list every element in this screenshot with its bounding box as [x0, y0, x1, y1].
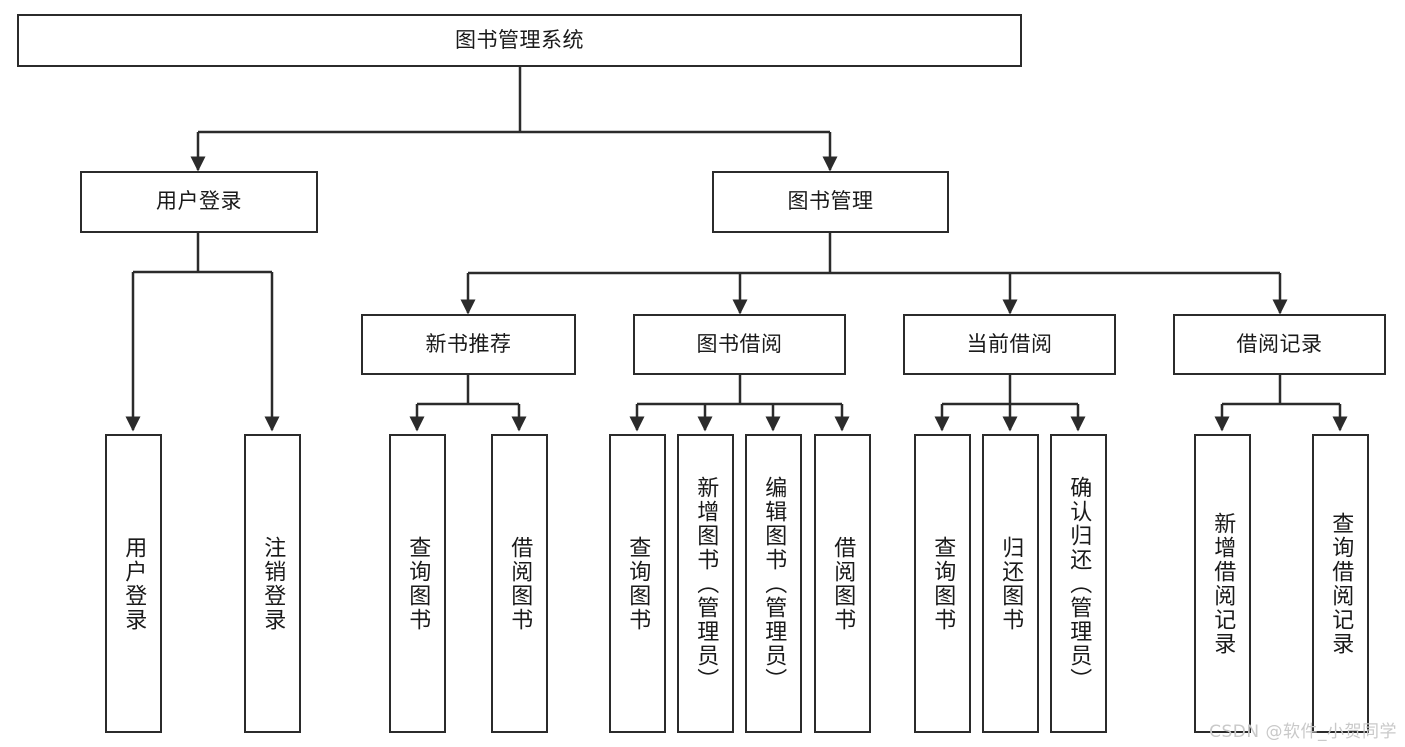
- leaf-confirm-return-label: 确认归还（管理员）: [1066, 475, 1092, 692]
- leaf-add-book[interactable]: 新增图书（管理员）: [677, 434, 734, 733]
- leaf-borrow-book-2[interactable]: 借阅图书: [814, 434, 871, 733]
- leaf-borrow-book-1[interactable]: 借阅图书: [491, 434, 548, 733]
- node-user-login-label: 用户登录: [156, 189, 242, 214]
- leaf-query-book-2-label: 查询图书: [625, 535, 651, 632]
- leaf-return-book-label: 归还图书: [998, 535, 1024, 632]
- leaf-return-book[interactable]: 归还图书: [982, 434, 1039, 733]
- node-current-borrow[interactable]: 当前借阅: [903, 314, 1116, 375]
- leaf-borrow-book-1-label: 借阅图书: [507, 535, 533, 632]
- node-current-borrow-label: 当前借阅: [966, 331, 1053, 356]
- leaf-borrow-book-2-label: 借阅图书: [830, 535, 856, 632]
- node-new-book-recommend-label: 新书推荐: [425, 331, 512, 356]
- node-book-borrow[interactable]: 图书借阅: [633, 314, 846, 375]
- leaf-query-book-3-label: 查询图书: [930, 535, 956, 632]
- node-book-manage[interactable]: 图书管理: [712, 171, 949, 233]
- leaf-query-record[interactable]: 查询借阅记录: [1312, 434, 1369, 733]
- node-root-label: 图书管理系统: [455, 27, 584, 52]
- leaf-edit-book[interactable]: 编辑图书（管理员）: [745, 434, 802, 733]
- leaf-add-record[interactable]: 新增借阅记录: [1194, 434, 1251, 733]
- node-book-borrow-label: 图书借阅: [696, 331, 783, 356]
- leaf-query-book-3[interactable]: 查询图书: [914, 434, 971, 733]
- node-root[interactable]: 图书管理系统: [17, 14, 1022, 67]
- node-user-login[interactable]: 用户登录: [80, 171, 318, 233]
- leaf-query-record-label: 查询借阅记录: [1328, 511, 1354, 656]
- leaf-query-book-1[interactable]: 查询图书: [389, 434, 446, 733]
- leaf-logout-login-label: 注销登录: [260, 535, 286, 632]
- node-book-manage-label: 图书管理: [787, 189, 874, 214]
- node-new-book-recommend[interactable]: 新书推荐: [361, 314, 576, 375]
- node-borrow-record[interactable]: 借阅记录: [1173, 314, 1386, 375]
- leaf-logout-login[interactable]: 注销登录: [244, 434, 301, 733]
- leaf-query-book-1-label: 查询图书: [405, 535, 431, 632]
- leaf-user-login[interactable]: 用户登录: [105, 434, 162, 733]
- leaf-add-book-label: 新增图书（管理员）: [693, 475, 719, 692]
- leaf-add-record-label: 新增借阅记录: [1210, 511, 1236, 656]
- leaf-confirm-return[interactable]: 确认归还（管理员）: [1050, 434, 1107, 733]
- node-borrow-record-label: 借阅记录: [1236, 331, 1323, 356]
- leaf-query-book-2[interactable]: 查询图书: [609, 434, 666, 733]
- leaf-user-login-label: 用户登录: [121, 535, 147, 632]
- leaf-edit-book-label: 编辑图书（管理员）: [761, 475, 787, 692]
